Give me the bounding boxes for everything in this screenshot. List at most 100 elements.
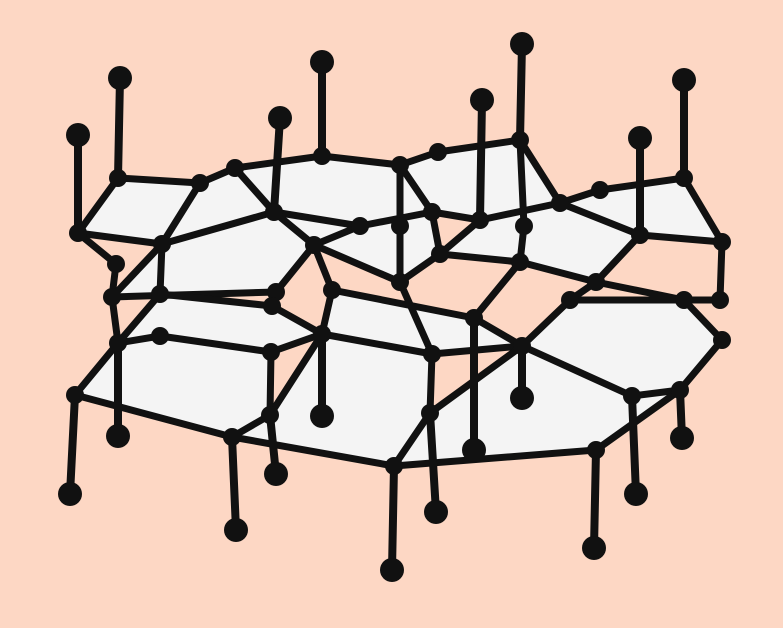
- atom-group: [58, 32, 731, 582]
- atom: [323, 281, 341, 299]
- bond: [266, 348, 275, 419]
- atom: [675, 291, 693, 309]
- bond: [680, 296, 726, 344]
- bond: [436, 250, 524, 266]
- atom: [107, 255, 125, 273]
- bond: [71, 339, 122, 399]
- bond: [390, 409, 434, 470]
- atom: [713, 331, 731, 349]
- atom: [191, 174, 209, 192]
- bond: [318, 152, 404, 169]
- atom-terminal: [672, 68, 696, 92]
- atom: [66, 386, 84, 404]
- atom: [421, 404, 439, 422]
- bond: [267, 330, 326, 356]
- lattice-cell: [394, 346, 680, 466]
- atom: [109, 334, 127, 352]
- bond-post: [388, 462, 398, 574]
- atom: [391, 156, 409, 174]
- atom: [391, 217, 409, 235]
- bond: [268, 302, 326, 338]
- bond-post: [66, 391, 79, 498]
- lattice-cell: [75, 336, 271, 437]
- bond: [114, 290, 164, 347]
- bond: [396, 161, 436, 216]
- atom: [713, 233, 731, 251]
- atom: [587, 273, 605, 291]
- atom: [675, 169, 693, 187]
- atom: [265, 203, 283, 221]
- atom-terminal: [624, 482, 648, 506]
- atom-terminal: [510, 32, 534, 56]
- bond: [156, 290, 276, 310]
- atom-terminal: [66, 123, 90, 147]
- bond: [310, 241, 404, 286]
- bond: [518, 342, 636, 400]
- atom-terminal: [268, 106, 292, 130]
- atom: [429, 143, 447, 161]
- atom: [261, 406, 279, 424]
- bond: [272, 241, 318, 296]
- bond: [114, 174, 204, 187]
- bond: [74, 174, 122, 237]
- atom-terminal: [628, 126, 652, 150]
- atom: [385, 457, 403, 475]
- atom-terminal: [670, 426, 694, 450]
- atom-terminal: [264, 462, 288, 486]
- atom: [103, 288, 121, 306]
- bond: [156, 332, 275, 356]
- atom: [471, 211, 489, 229]
- atom: [351, 217, 369, 235]
- bond: [396, 278, 436, 358]
- bond-post: [516, 40, 526, 144]
- bond: [74, 229, 166, 248]
- atom: [109, 169, 127, 187]
- atom: [313, 325, 331, 343]
- bond: [231, 164, 278, 216]
- bond-post: [426, 409, 440, 516]
- bond-post: [114, 74, 124, 182]
- atom: [623, 387, 641, 405]
- atom-terminal: [380, 558, 404, 582]
- bond: [318, 330, 436, 358]
- bond: [680, 174, 726, 246]
- atom: [511, 253, 529, 271]
- atom: [262, 343, 280, 361]
- atom: [591, 181, 609, 199]
- atom: [391, 273, 409, 291]
- atom: [631, 226, 649, 244]
- atom: [305, 236, 323, 254]
- atom-terminal: [582, 536, 606, 560]
- atom: [561, 291, 579, 309]
- bond-post: [270, 114, 284, 216]
- bond: [516, 136, 564, 207]
- atom-terminal: [310, 404, 334, 428]
- atom: [153, 235, 171, 253]
- atom-terminal: [462, 438, 486, 462]
- atom: [151, 285, 169, 303]
- bond: [470, 258, 524, 322]
- bond-post: [590, 446, 600, 552]
- atom: [151, 327, 169, 345]
- atom: [313, 147, 331, 165]
- atom: [226, 159, 244, 177]
- bond: [518, 296, 574, 350]
- lower-layer-cells: [75, 290, 722, 466]
- bond: [676, 336, 726, 394]
- lattice-cell: [440, 203, 640, 282]
- bond: [228, 433, 398, 470]
- bond: [390, 446, 600, 470]
- bond: [716, 238, 726, 304]
- bond: [270, 208, 364, 230]
- atom-terminal: [424, 500, 448, 524]
- bond: [592, 386, 684, 454]
- bond: [108, 240, 166, 301]
- atom-terminal: [108, 66, 132, 90]
- atom-terminal: [470, 88, 494, 112]
- atom: [267, 283, 285, 301]
- atom-terminal: [224, 518, 248, 542]
- bond: [470, 314, 526, 350]
- atom: [587, 441, 605, 459]
